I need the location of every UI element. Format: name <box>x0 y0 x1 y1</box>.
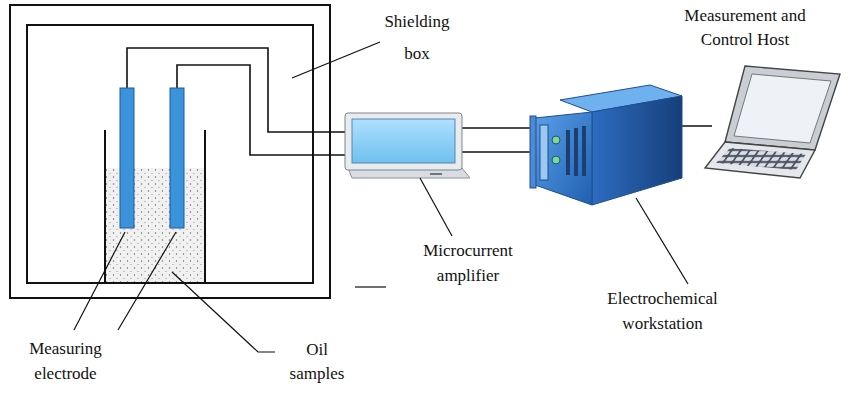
measuring-electrode <box>120 88 184 228</box>
laptop-host <box>705 66 840 178</box>
electrochemical-workstation <box>530 85 682 205</box>
callout-label: Measurement and Control Host <box>660 4 830 52</box>
callout-label: Electrochemical workstation <box>590 286 735 336</box>
callout-label: Measuring electrode <box>18 336 113 386</box>
leader-line <box>74 42 688 352</box>
microcurrent-amplifier <box>345 113 470 178</box>
callout-label: Shielding box <box>378 6 456 70</box>
callout-label: Oil samples <box>282 338 352 386</box>
shielding-box <box>10 5 330 298</box>
callout-label: Microcurrent amplifier <box>412 238 524 288</box>
